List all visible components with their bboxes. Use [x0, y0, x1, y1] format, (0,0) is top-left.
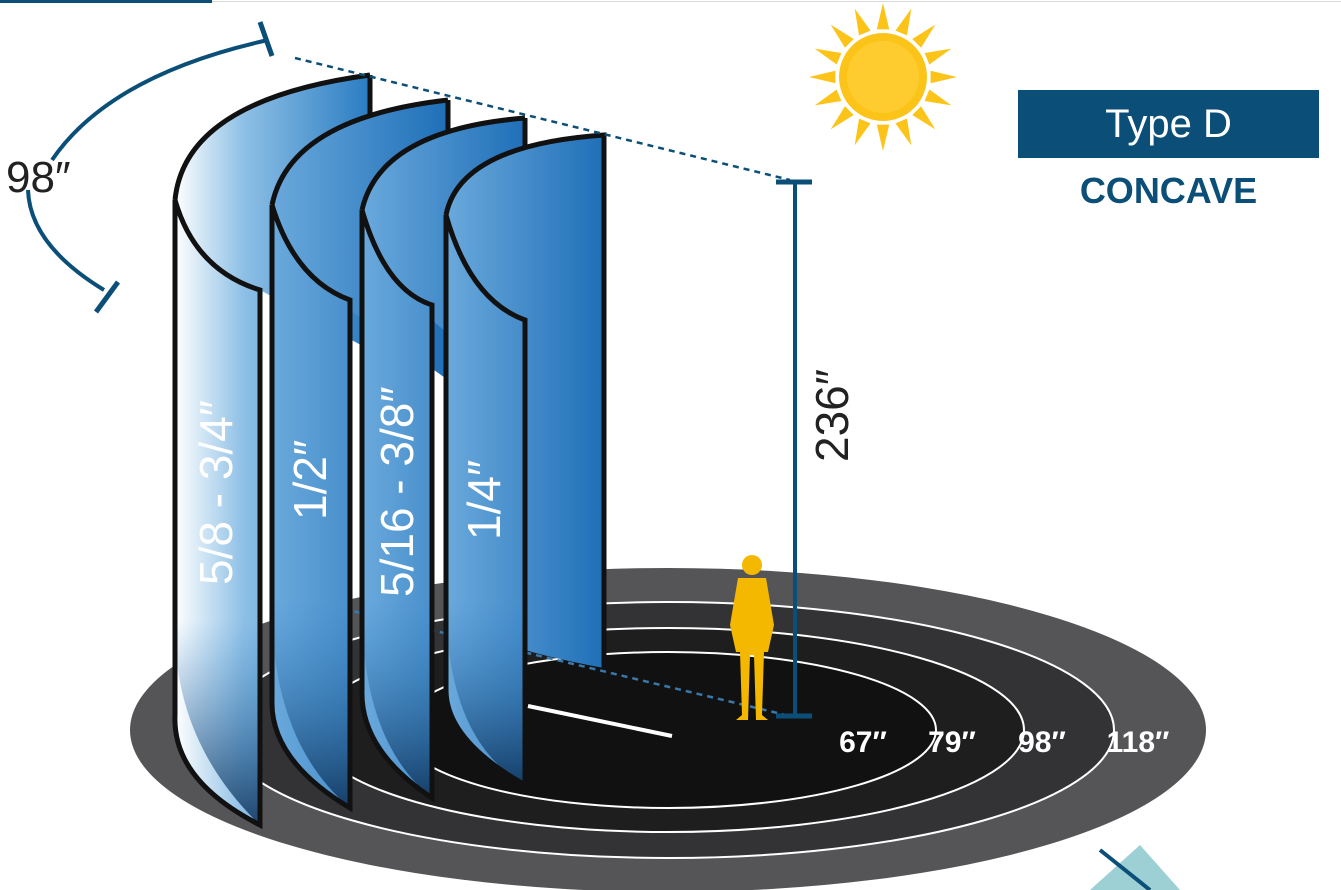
shape-label: CONCAVE [1079, 170, 1258, 211]
height-dimension [776, 179, 812, 719]
header-rule [212, 1, 1341, 2]
radius-label-79: 79″ [928, 726, 976, 759]
panel-4-thickness-label: 1/4″ [458, 460, 510, 540]
sun-icon [809, 3, 957, 151]
sun-ray [895, 118, 912, 146]
sun-ray [930, 70, 957, 84]
panel-1-thickness-label: 5/8 - 3/4″ [190, 400, 242, 585]
corner-dimension-marker [1090, 845, 1180, 890]
sun-ray [924, 89, 952, 106]
person-icon [730, 555, 774, 720]
sun-ray [912, 24, 936, 48]
sun-ray [924, 48, 952, 65]
sun-ray [830, 106, 854, 130]
sun-ray [854, 8, 871, 36]
header-accent-bar [0, 0, 212, 3]
sun-ray [876, 124, 890, 151]
sun-ray [912, 106, 936, 130]
arc-width-dimension [26, 21, 791, 314]
sun-ray [854, 118, 871, 146]
panel-2-thickness-label: 1/2″ [284, 440, 336, 520]
type-label: Type D [1105, 101, 1232, 146]
glass-panel-4 [443, 132, 607, 790]
panel-3-thickness-label: 5/16 - 3/8″ [371, 386, 423, 597]
sun-ray [830, 24, 854, 48]
sun-ray [809, 70, 836, 84]
sun-ray [814, 48, 842, 65]
sun-ray [876, 3, 890, 30]
sun-ray [895, 8, 912, 36]
radius-label-98: 98″ [1018, 726, 1066, 759]
type-badge: Type D [1018, 90, 1319, 158]
sun-ray [814, 89, 842, 106]
height-label: 236″ [806, 369, 858, 462]
radius-label-118: 118″ [1107, 726, 1170, 759]
arc-width-label: 98″ [6, 153, 71, 202]
radius-label-67: 67″ [839, 726, 887, 759]
